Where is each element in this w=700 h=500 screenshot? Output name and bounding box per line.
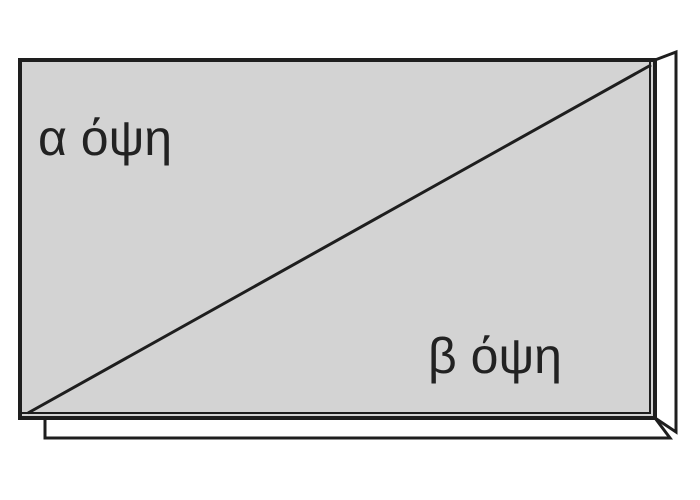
panel-right-edge: [653, 49, 678, 435]
panel-inner-border: [22, 62, 651, 414]
front-side-label: α όψη: [38, 110, 172, 166]
back-side-label: β όψη: [428, 328, 562, 384]
panel-bottom-edge: [43, 416, 673, 440]
panel-diagonal: [27, 63, 652, 415]
